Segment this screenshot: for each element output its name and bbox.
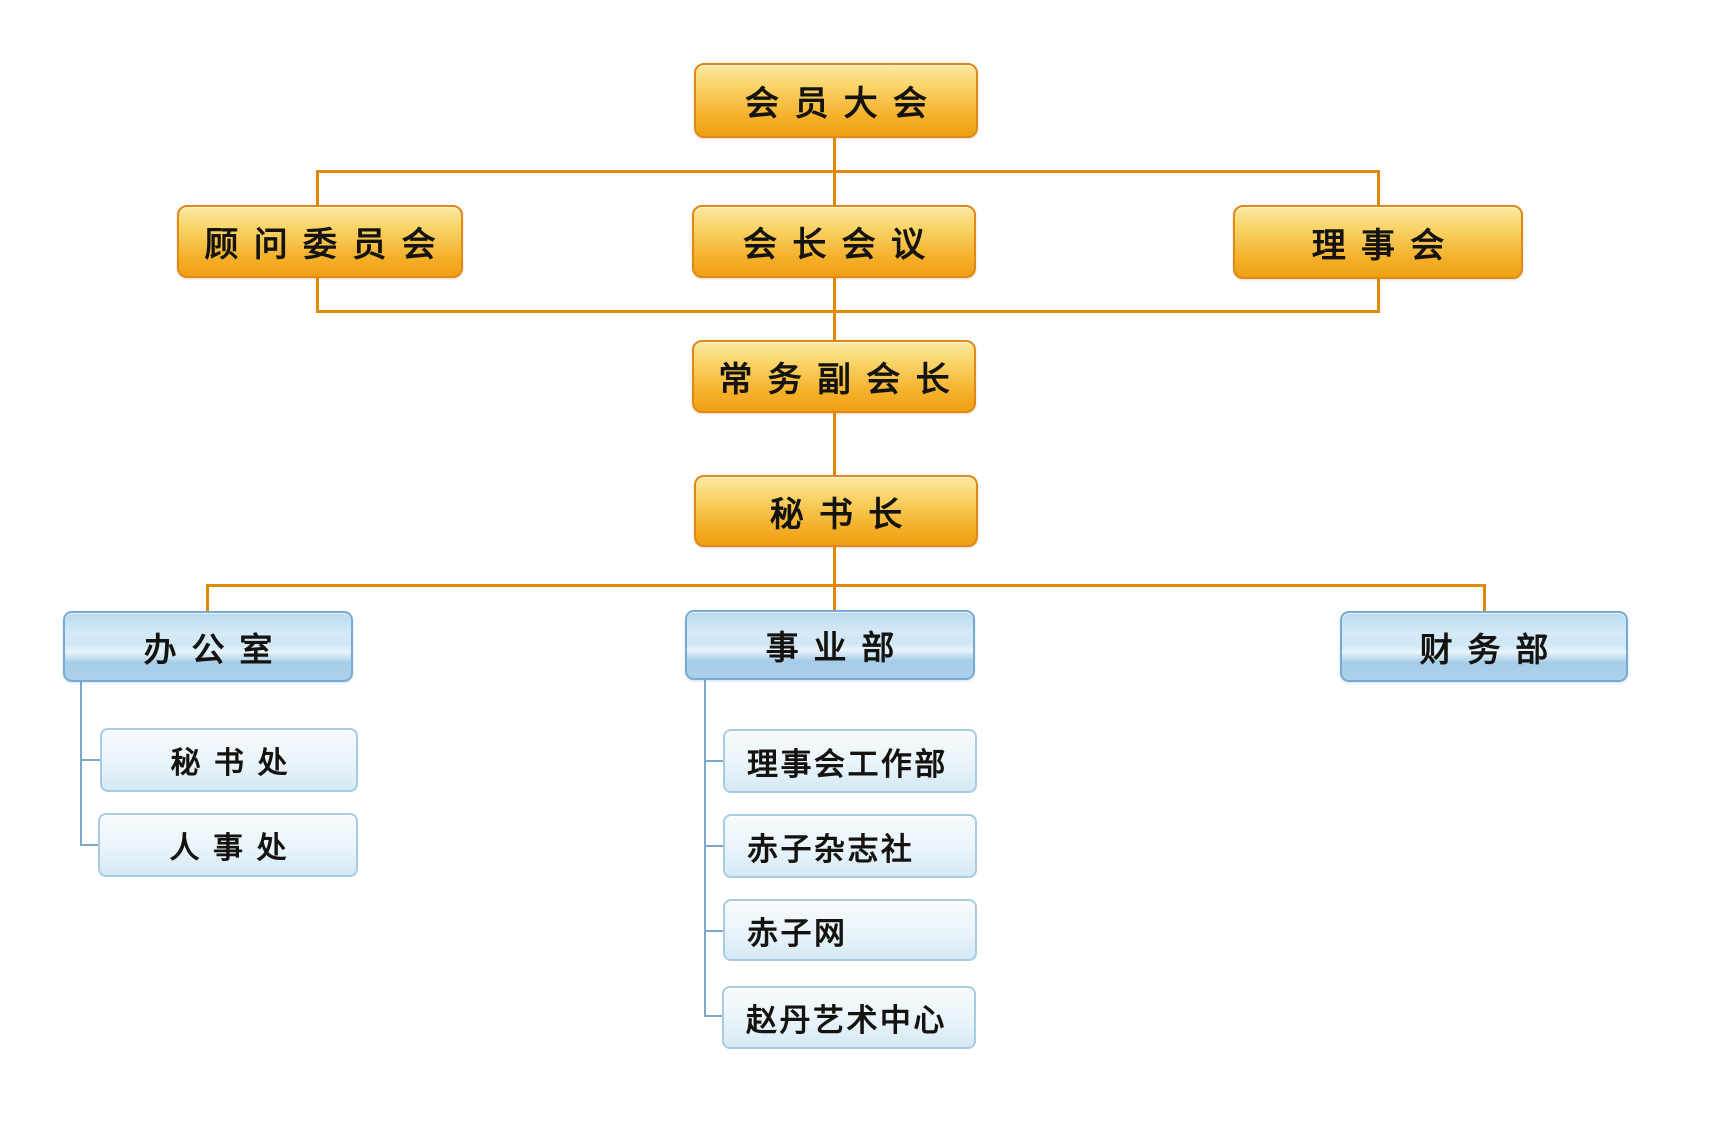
node-member-assembly: 会员大会 xyxy=(694,63,978,138)
node-office: 办公室 xyxy=(63,611,353,682)
node-executive-vice-president: 常务副会长 xyxy=(692,340,976,413)
node-board-of-directors: 理事会 xyxy=(1233,205,1523,279)
connector-root-down xyxy=(833,137,836,171)
connector-drop-finance xyxy=(1483,584,1486,611)
connector-bus-departments xyxy=(206,584,1486,587)
connector-business-children-spine xyxy=(704,680,706,1017)
connector-stub-board-work xyxy=(704,760,723,762)
connector-up-advisory xyxy=(316,277,319,313)
connector-drop-business xyxy=(833,584,836,611)
node-finance-department: 财务部 xyxy=(1340,611,1628,682)
connector-drop-advisory xyxy=(316,170,319,206)
connector-bus-level2-top xyxy=(316,170,1380,173)
connector-drop-board xyxy=(1377,170,1380,206)
node-business-department: 事业部 xyxy=(685,610,975,680)
connector-stub-secretariat xyxy=(80,759,100,761)
connector-up-board xyxy=(1377,277,1380,313)
node-chizi-magazine: 赤子杂志社 xyxy=(723,814,977,878)
connector-stub-magazine xyxy=(704,845,723,847)
connector-stub-chizi-net xyxy=(704,930,723,932)
connector-drop-president xyxy=(833,170,836,206)
node-personnel-office: 人事处 xyxy=(98,813,358,877)
connector-stub-art-center xyxy=(704,1015,722,1017)
connector-to-secretary-general xyxy=(833,413,836,475)
node-board-work-department: 理事会工作部 xyxy=(723,729,977,793)
connector-office-children-spine xyxy=(80,682,82,846)
node-president-meeting: 会长会议 xyxy=(692,205,976,278)
connector-bus-level2-bottom xyxy=(316,310,1380,313)
node-secretariat: 秘书处 xyxy=(100,728,358,792)
connector-up-president xyxy=(833,277,836,313)
connector-stub-personnel xyxy=(80,844,98,846)
connector-to-vice-president xyxy=(833,310,836,340)
node-chizi-net: 赤子网 xyxy=(723,899,977,961)
node-advisory-committee: 顾问委员会 xyxy=(177,205,463,278)
node-zhaodan-art-center: 赵丹艺术中心 xyxy=(722,986,976,1049)
connector-secgen-down xyxy=(833,547,836,585)
node-secretary-general: 秘书长 xyxy=(694,475,978,547)
connector-drop-office xyxy=(206,584,209,611)
